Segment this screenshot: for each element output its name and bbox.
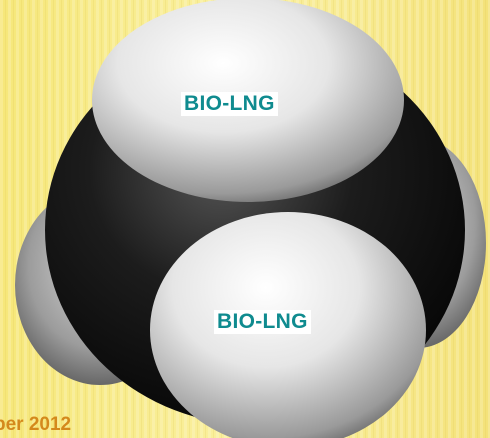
bio-lng-label-top: BIO-LNG (181, 92, 278, 116)
date-caption: ber 2012 (0, 414, 72, 435)
bio-lng-label-bottom: BIO-LNG (214, 310, 311, 334)
